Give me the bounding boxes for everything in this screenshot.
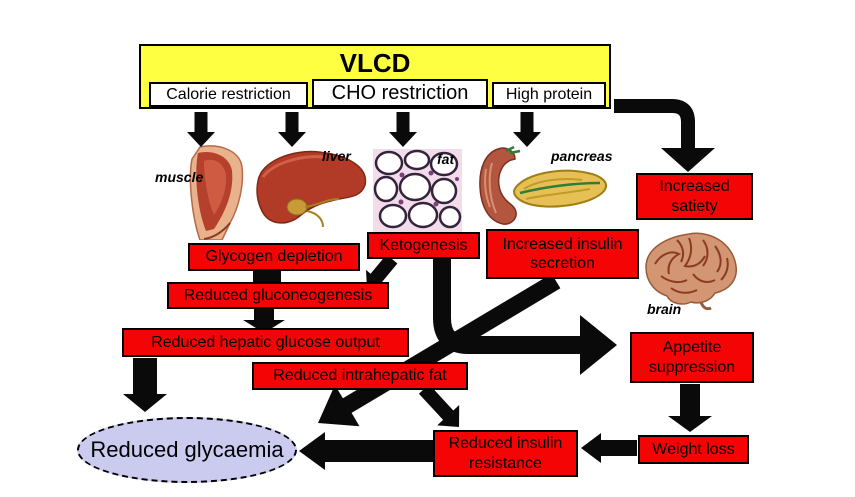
muscle-label: muscle	[155, 169, 204, 185]
arrow-insulin-resistance-to-glycaemia	[299, 432, 434, 470]
category-calorie-restriction: Calorie restriction	[149, 82, 308, 107]
vlcd-title: VLCD	[339, 48, 411, 78]
node-ketogenesis: Ketogenesis	[367, 232, 480, 259]
node-reduced-intrahepatic-fat: Reduced intrahepatic fat	[252, 362, 468, 390]
fat-label: fat	[437, 151, 455, 167]
liver-label: liver	[322, 148, 351, 164]
arrow-ketogenesis-to-gluconeogenesis	[366, 254, 398, 289]
pancreas-illustration	[479, 145, 607, 225]
arrow-vlcd-to-fat	[389, 112, 417, 147]
arrow-vlcd-to-liver	[278, 112, 306, 147]
arrow-vlcd-to-muscle	[187, 112, 215, 147]
connector-glycogen-to-gluconeogenesis	[253, 268, 281, 284]
arrow-gluconeogenesis-to-hepatic-output	[243, 308, 285, 333]
arrow-appetite-to-weight-loss	[668, 384, 712, 432]
node-reduced-gluconeogenesis: Reduced gluconeogenesis	[167, 282, 389, 309]
arrow-hepatic-output-to-glycaemia	[123, 358, 167, 412]
arrow-weight-loss-to-insulin-resistance	[581, 433, 637, 463]
node-increased-satiety: Increased satiety	[636, 173, 753, 220]
node-increased-insulin-secretion: Increased insulin secretion	[486, 229, 639, 279]
arrow-vlcd-to-pancreas	[513, 112, 541, 147]
arrow-high-protein-to-increased-satiety	[614, 99, 715, 172]
muscle-illustration	[189, 145, 244, 240]
category-cho-restriction: CHO restriction	[312, 79, 488, 107]
fat-tissue-illustration	[373, 149, 462, 232]
node-weight-loss: Weight loss	[638, 435, 749, 464]
vlcd-header-box: VLCD Calorie restriction CHO restriction…	[139, 44, 611, 109]
node-glycogen-depletion: Glycogen depletion	[188, 243, 360, 271]
pancreas-label: pancreas	[551, 148, 613, 164]
brain-label: brain	[647, 301, 682, 317]
node-reduced-insulin-resistance: Reduced insulin resistance	[433, 430, 578, 477]
node-appetite-suppression: Appetite suppression	[630, 332, 754, 383]
brain-illustration	[645, 232, 737, 310]
category-high-protein: High protein	[492, 82, 606, 107]
node-reduced-glycaemia: Reduced glycaemia	[77, 417, 297, 483]
node-reduced-hepatic-glucose-output: Reduced hepatic glucose output	[122, 328, 409, 357]
liver-illustration	[256, 150, 367, 228]
arrow-intrahepatic-fat-to-insulin-resistance	[418, 384, 460, 427]
